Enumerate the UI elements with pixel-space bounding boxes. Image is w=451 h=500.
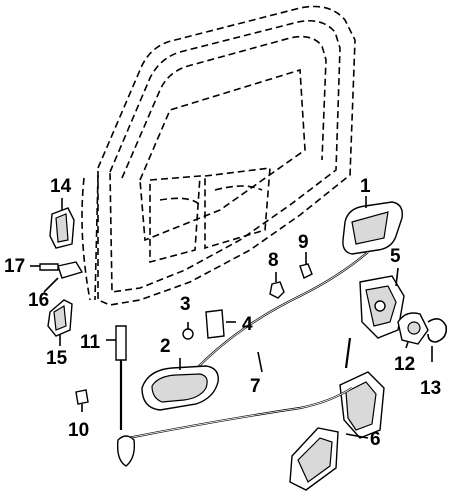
part-15-lower-hinge: [47, 299, 73, 346]
part-11-lock-cylinder: [106, 325, 136, 467]
part-13-spring: [427, 318, 448, 362]
callout-17: 17: [4, 256, 25, 277]
part-12-latch-plate: [397, 312, 429, 349]
part-16-door-check: [43, 261, 84, 293]
part-17-bolt: [30, 263, 59, 271]
callout-6: 6: [370, 429, 381, 450]
callout-12: 12: [394, 354, 415, 375]
part-9-rod-clip: [299, 252, 313, 279]
callout-14: 14: [50, 176, 72, 197]
part-2-outside-handle: [141, 358, 219, 411]
part-6-door-latch: [289, 371, 385, 491]
part-14-upper-hinge: [49, 198, 75, 249]
callout-labels: 1 2 3 4 5 6 7 8 9 10 11 12 13 14 15 16 1…: [4, 176, 441, 450]
callout-9: 9: [298, 232, 309, 253]
part-7-lock-rods: [127, 251, 369, 440]
part-10-clip: [75, 389, 89, 412]
callout-13: 13: [420, 378, 441, 399]
callout-2: 2: [160, 336, 171, 357]
part-5-lock-actuator: [359, 267, 405, 339]
callout-7: 7: [250, 376, 261, 397]
callout-5: 5: [390, 246, 401, 267]
part-8-rod-clip: [269, 272, 285, 299]
callout-10: 10: [68, 420, 89, 441]
callout-3: 3: [180, 294, 191, 315]
part-4-pad: [205, 309, 236, 339]
callout-15: 15: [46, 348, 68, 369]
part-1-trim-bezel: [342, 196, 403, 255]
callout-4: 4: [242, 314, 253, 335]
callout-11: 11: [80, 332, 101, 353]
part-3-clip: [182, 322, 194, 340]
callout-1: 1: [360, 176, 371, 197]
callout-16: 16: [28, 290, 49, 311]
callout-8: 8: [268, 250, 279, 271]
door-shell-outline: [81, 5, 356, 306]
